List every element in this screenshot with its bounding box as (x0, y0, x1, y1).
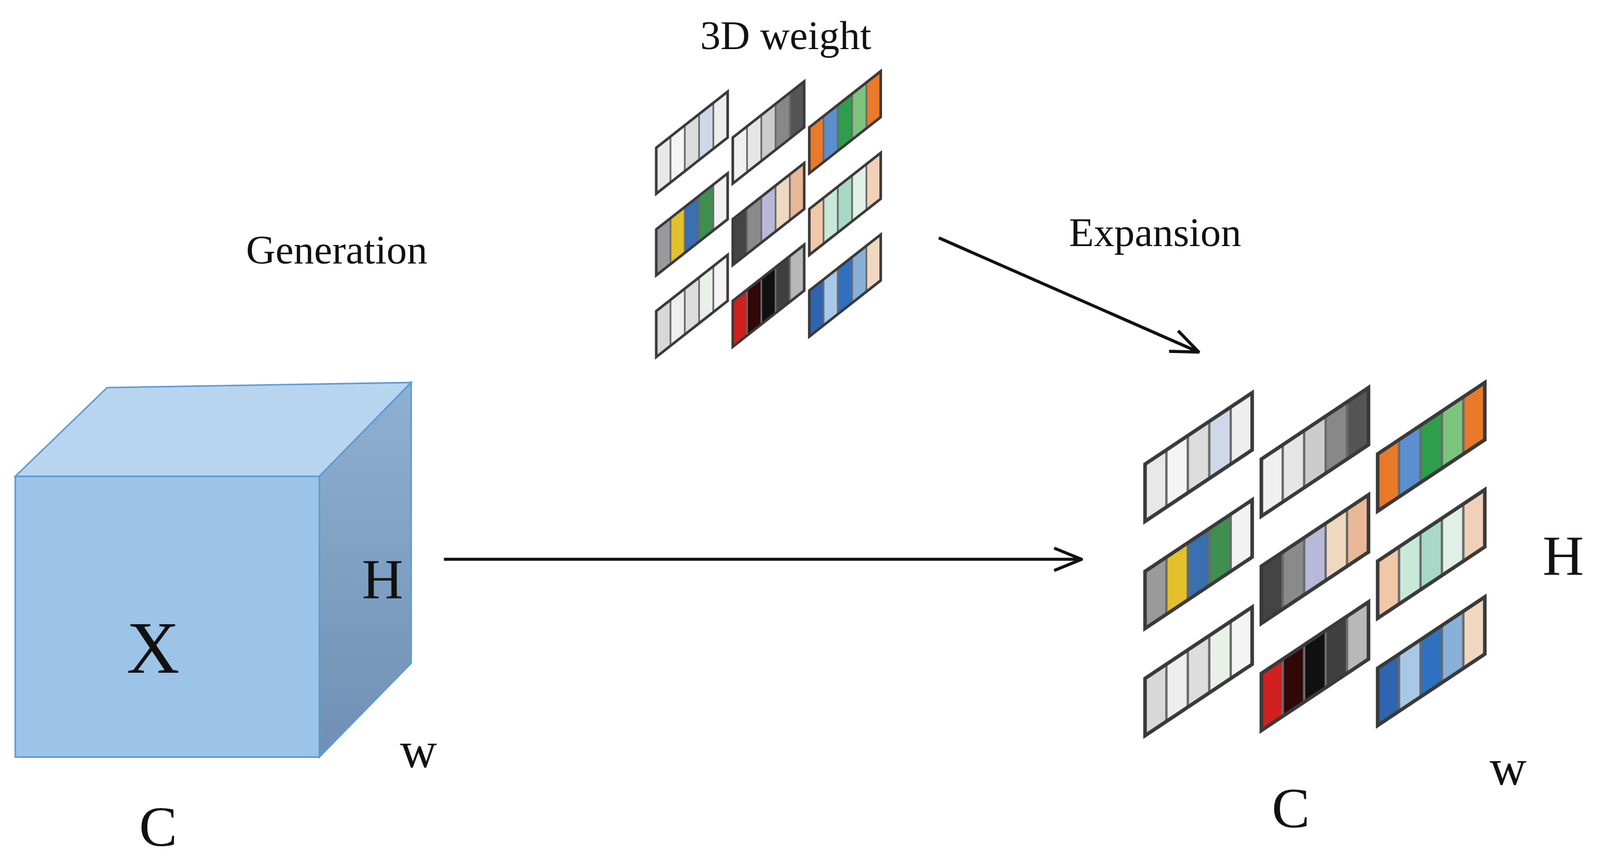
weight-bar-outline (732, 244, 805, 347)
weight-bar-outline (809, 153, 881, 256)
edge-label: Expansion (1069, 212, 1242, 254)
flow-arrow (444, 557, 1082, 561)
weight-bar-outline (1145, 392, 1252, 522)
weight-bar-outline (656, 255, 728, 358)
weight-grid-drawing (1081, 351, 1501, 760)
dimension-label: w (399, 724, 437, 776)
weight-bar-outline (732, 81, 805, 184)
weight-bar-outline (1145, 500, 1252, 629)
weight-bar-outline (1377, 382, 1485, 512)
input-tensor-cube: XHwC (15, 382, 445, 760)
weight-bar-outline (1377, 489, 1485, 619)
dimension-label: w (1489, 741, 1527, 794)
weight-bar-outline (1261, 602, 1369, 731)
dimension-label: H (362, 550, 404, 609)
cube-front-face (15, 476, 320, 758)
weight-bar-outline (809, 234, 881, 337)
process-label: Generation (246, 229, 428, 271)
dimension-label: 3D weight (699, 15, 872, 57)
weight-bar-outline (1145, 607, 1252, 736)
dimension-label: C (1271, 779, 1310, 837)
output-tensor-grid: HCw (1081, 351, 1501, 760)
dimension-label: H (1542, 527, 1585, 585)
tensor-name: X (126, 610, 180, 685)
dimension-label: C (139, 798, 178, 856)
weight-grid-drawing (648, 20, 939, 363)
weight-bar-outline (1261, 387, 1369, 517)
flow-arrow (938, 237, 1200, 352)
cube-side-face (319, 382, 411, 757)
weight-bar-outline (656, 91, 728, 194)
weight-bar-outline (1377, 596, 1485, 726)
weight-bar-outline (732, 163, 805, 266)
weight-grid: 3D weight (648, 20, 939, 363)
weight-bar-outline (809, 71, 881, 174)
weight-bar-outline (656, 173, 728, 276)
weight-bar-outline (1261, 494, 1369, 624)
